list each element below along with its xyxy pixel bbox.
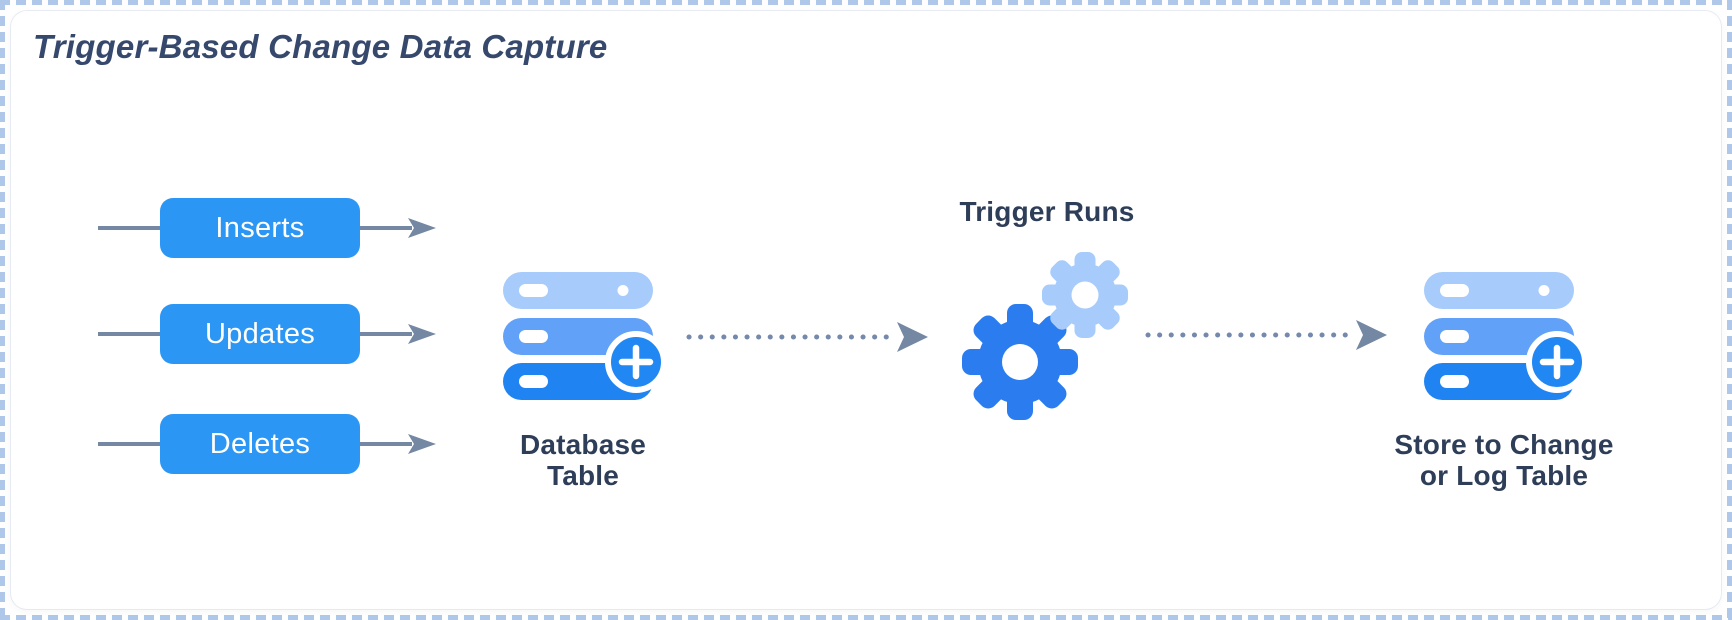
trigger-runs-label: Trigger Runs — [959, 196, 1135, 227]
store-table-label: Store to Change or Log Table — [1374, 429, 1634, 491]
arrow-right-icon — [360, 434, 436, 454]
inserts-inbound-line — [98, 226, 160, 230]
inserts-pill: Inserts — [160, 198, 360, 258]
database-table-label-line1: Database — [519, 429, 647, 460]
diagram-title: Trigger-Based Change Data Capture — [33, 28, 608, 65]
store-table-label-line1: Store to Change — [1394, 429, 1614, 460]
updates-inbound-line — [98, 332, 160, 336]
database-stack-icon — [1424, 272, 1588, 400]
dotted-arrow-right-icon — [1145, 320, 1387, 350]
dotted-arrow-right-icon — [686, 322, 928, 352]
plus-icon — [1526, 331, 1588, 393]
database-table-label-line2: Table — [546, 460, 620, 491]
deletes-pill: Deletes — [160, 414, 360, 474]
database-stack-icon — [503, 272, 667, 400]
updates-pill: Updates — [160, 304, 360, 364]
database-table-label: Database Table — [453, 429, 713, 491]
gear-small — [1042, 252, 1128, 338]
deletes-inbound-line — [98, 442, 160, 446]
plus-icon — [605, 331, 667, 393]
gears-icon — [962, 252, 1128, 420]
store-table-label-line2: or Log Table — [1419, 460, 1589, 491]
dashed-border-left — [0, 0, 5, 620]
arrow-right-icon — [360, 324, 436, 344]
dashed-border-top — [0, 0, 1732, 5]
arrow-right-icon — [360, 218, 436, 238]
gear-large — [962, 304, 1078, 420]
dashed-border-right — [1727, 0, 1732, 620]
dashed-border-bottom — [0, 615, 1732, 620]
